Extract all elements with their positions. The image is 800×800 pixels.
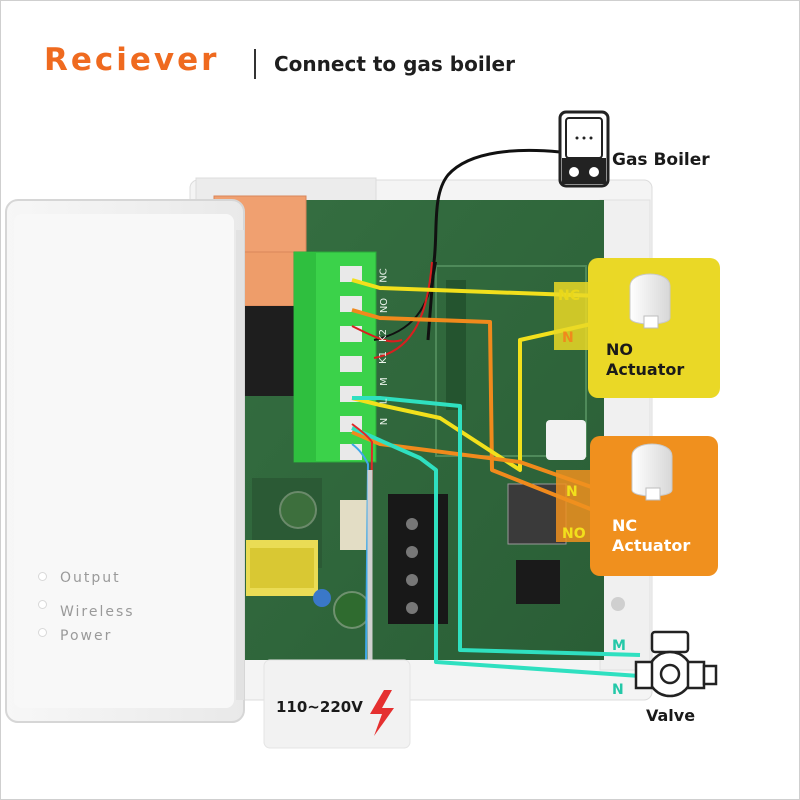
status-led-dot (38, 600, 47, 609)
voltage-label: 110~220V (276, 698, 363, 716)
terminal-label-l: L (378, 398, 390, 405)
nc-actuator-label-line1: NC (612, 516, 638, 535)
valve-pump-icon (634, 630, 718, 698)
yellow-wire-nc (351, 278, 601, 298)
wire-label-nc: NC (558, 288, 580, 304)
terminal-label-k1: K1 (377, 351, 389, 364)
terminal-block (293, 251, 377, 463)
gas-boiler-icon (558, 110, 610, 188)
lightning-icon (370, 690, 394, 736)
status-led-output-label: Output (60, 570, 121, 586)
terminal-label-m: M (378, 377, 390, 386)
actuator-icon (629, 273, 671, 329)
wire-label-m: M (612, 638, 626, 654)
teal-wire-m (352, 396, 641, 657)
orange-wire-no (351, 308, 599, 514)
valve-label: Valve (646, 706, 696, 725)
nc-actuator-label: NC Actuator (612, 516, 690, 556)
terminal-label-no: NO (379, 297, 391, 314)
gas-boiler-label: Gas Boiler (612, 150, 710, 170)
nc-actuator-label-line2: Actuator (612, 536, 691, 555)
teal-wire-n (351, 426, 641, 678)
terminal-label-nc: NC (378, 268, 390, 283)
no-actuator-label-line2: Actuator (606, 360, 685, 379)
status-led-dot (38, 572, 47, 581)
title-divider (254, 49, 256, 79)
terminal-label-n: N (379, 417, 391, 426)
terminal-label-k2: K2 (377, 329, 389, 342)
voltage-box (263, 659, 411, 749)
power-wire-blue (351, 443, 369, 661)
page-subtitle: Connect to gas boiler (274, 52, 515, 76)
boiler-cable (351, 148, 561, 359)
status-led-wireless-label: Wireless (60, 604, 135, 620)
page-title: Reciever (44, 42, 220, 78)
wires (351, 278, 641, 678)
status-led-power-label: Power (60, 628, 113, 644)
wire-label-n: N (566, 484, 578, 500)
status-led-dot (38, 628, 47, 637)
wire-label-n: N (562, 330, 574, 346)
wire-label-n: N (612, 682, 624, 698)
no-actuator-label: NO Actuator (606, 340, 684, 380)
no-actuator-label-line1: NO (606, 340, 633, 359)
actuator-icon (631, 443, 673, 501)
receiver-front-case (5, 199, 245, 723)
power-wire-red (351, 423, 373, 661)
nc-actuator-panel (556, 436, 718, 576)
wire-label-no: NO (562, 526, 586, 542)
yellow-wire-n-no (351, 320, 601, 472)
